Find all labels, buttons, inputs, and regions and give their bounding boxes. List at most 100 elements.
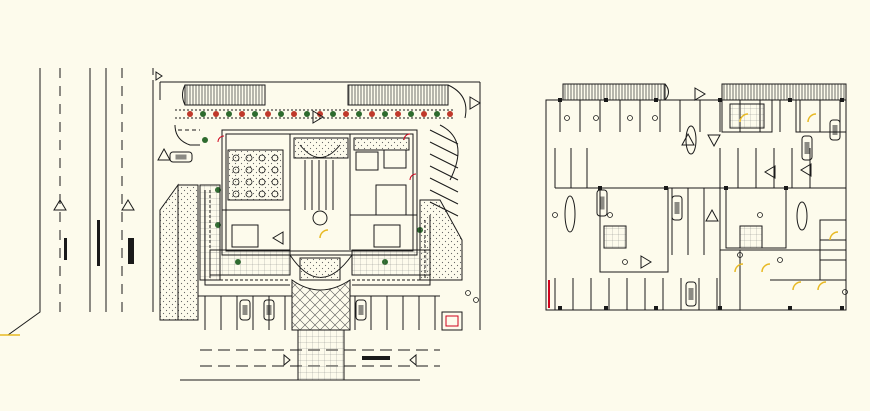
tree-symbol bbox=[304, 111, 310, 117]
car-symbol bbox=[596, 189, 608, 217]
column-marker bbox=[607, 212, 613, 218]
table-symbol bbox=[271, 166, 279, 174]
diagonal-stall-line bbox=[429, 141, 459, 157]
tree-symbol bbox=[369, 111, 375, 117]
car-symbol bbox=[829, 119, 841, 141]
car-windshield bbox=[599, 196, 605, 210]
column bbox=[604, 306, 608, 310]
car-windshield bbox=[832, 125, 838, 135]
tree-symbol bbox=[343, 111, 349, 117]
table-symbol bbox=[258, 190, 266, 198]
direction-arrow bbox=[272, 231, 284, 245]
table-symbol bbox=[232, 154, 240, 162]
staircase-right bbox=[739, 225, 763, 249]
direction-arrow bbox=[707, 134, 721, 148]
column-marker bbox=[737, 252, 743, 258]
column-marker bbox=[622, 259, 628, 265]
door-swing-symbol bbox=[817, 281, 827, 291]
tree-symbol bbox=[200, 111, 206, 117]
door-swing-symbol bbox=[761, 263, 771, 273]
column bbox=[598, 186, 602, 190]
service-room-top-right bbox=[795, 99, 847, 133]
parking-stalls-top-left bbox=[184, 84, 266, 106]
parked-cars bbox=[169, 119, 841, 321]
table-symbol bbox=[258, 166, 266, 174]
column bbox=[784, 186, 788, 190]
car-windshield bbox=[242, 305, 248, 315]
column-marker bbox=[777, 257, 783, 263]
table-symbol bbox=[271, 178, 279, 186]
car-windshield bbox=[175, 154, 187, 160]
column-marker bbox=[757, 212, 763, 218]
column bbox=[788, 306, 792, 310]
tree-symbol bbox=[434, 111, 440, 117]
basement-outline bbox=[545, 99, 847, 311]
column bbox=[840, 306, 844, 310]
guard-house bbox=[441, 311, 463, 331]
door-swing-symbol bbox=[409, 173, 417, 181]
column-marker bbox=[593, 115, 599, 121]
column-marker bbox=[652, 115, 658, 121]
tree-symbol bbox=[239, 111, 245, 117]
diagonal-stall-line bbox=[429, 129, 459, 145]
basement-stalls-top bbox=[559, 100, 841, 132]
landscape-west-inner bbox=[177, 184, 199, 321]
diagonal-stall-line bbox=[429, 177, 459, 193]
ramp-stalls-left bbox=[562, 83, 666, 101]
column-marker bbox=[552, 212, 558, 218]
tree-symbol bbox=[395, 111, 401, 117]
table-symbol bbox=[232, 178, 240, 186]
tree-symbol bbox=[291, 111, 297, 117]
tree-symbol bbox=[252, 111, 258, 117]
car-symbol bbox=[239, 299, 251, 321]
tree-symbol bbox=[265, 111, 271, 117]
ramp-stalls-right bbox=[721, 83, 847, 101]
column-marker bbox=[465, 290, 471, 296]
landscape-grid-east bbox=[351, 249, 431, 276]
table-symbol bbox=[258, 178, 266, 186]
tree-symbol bbox=[447, 111, 453, 117]
door-swing-symbol bbox=[807, 113, 817, 123]
column bbox=[654, 98, 658, 102]
table-symbol bbox=[258, 154, 266, 162]
car-symbol bbox=[263, 299, 275, 321]
seating-area bbox=[232, 154, 279, 198]
street-markings bbox=[64, 220, 134, 266]
car-symbol bbox=[355, 299, 367, 321]
column bbox=[664, 186, 668, 190]
column bbox=[788, 98, 792, 102]
parking-stalls-diagonal bbox=[429, 129, 459, 217]
tree-symbol bbox=[382, 111, 388, 117]
diagonal-stall-line bbox=[429, 189, 459, 205]
direction-arrow bbox=[705, 208, 719, 222]
tree-symbol bbox=[408, 111, 414, 117]
column bbox=[718, 98, 722, 102]
table-symbol bbox=[271, 190, 279, 198]
street bbox=[0, 68, 154, 336]
tree-symbol bbox=[330, 111, 336, 117]
table-symbol bbox=[245, 190, 253, 198]
direction-arrow bbox=[469, 96, 481, 110]
car-windshield bbox=[266, 305, 272, 315]
core-block-left bbox=[599, 187, 669, 273]
basement-plan bbox=[545, 83, 847, 311]
column bbox=[558, 98, 562, 102]
table-symbol bbox=[232, 190, 240, 198]
column bbox=[654, 306, 658, 310]
door-swing-symbol bbox=[829, 231, 839, 241]
landscape-west bbox=[159, 183, 179, 321]
column-marker bbox=[564, 115, 570, 121]
table-symbol bbox=[245, 154, 253, 162]
table-symbol bbox=[271, 154, 279, 162]
tree-symbol bbox=[187, 111, 193, 117]
direction-arrow bbox=[157, 147, 171, 161]
aisle-island bbox=[685, 125, 697, 155]
tree-symbol bbox=[213, 111, 219, 117]
column bbox=[724, 186, 728, 190]
service-room-top bbox=[721, 99, 773, 133]
car-symbol bbox=[671, 195, 683, 221]
entrance-walkway bbox=[297, 329, 345, 381]
direction-arrows-street bbox=[53, 71, 163, 211]
toilet-block bbox=[819, 219, 847, 281]
